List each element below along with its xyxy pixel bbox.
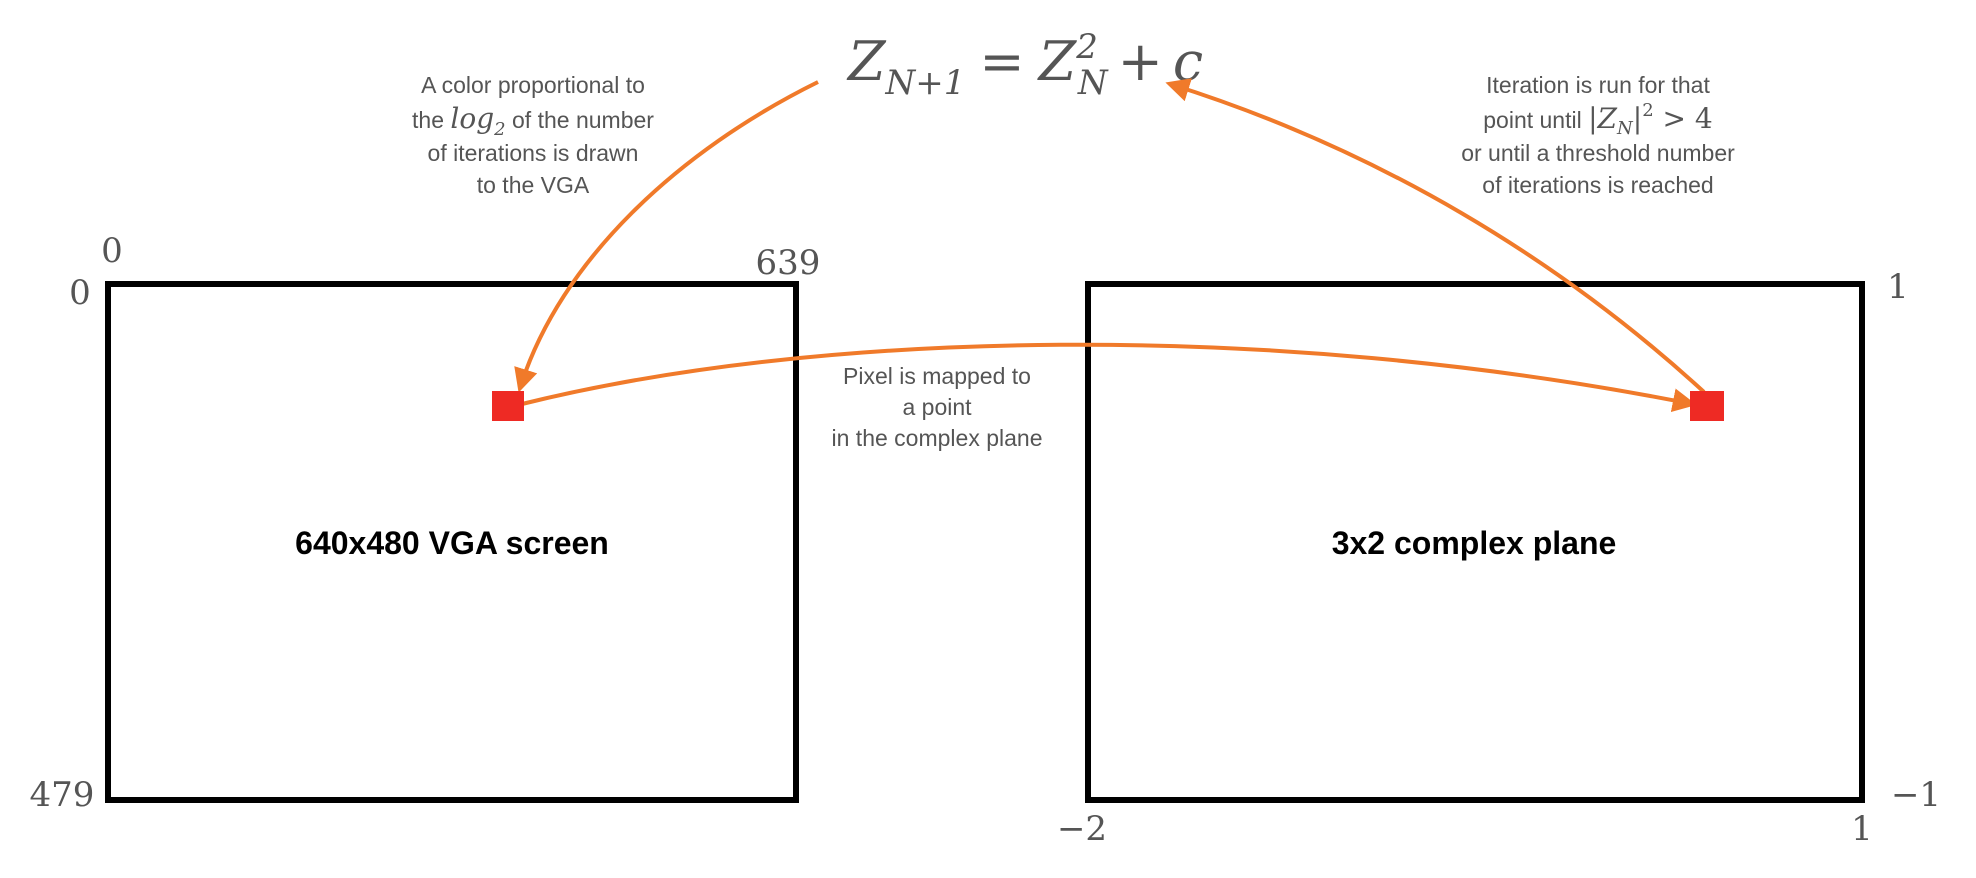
mapping-note: Pixel is mapped to a point in the comple… — [832, 363, 1043, 451]
color-note-line-1: A color proportional to — [421, 72, 645, 98]
color-note-line-3: of iterations is drawn — [428, 140, 639, 166]
complex-plane-box — [1085, 281, 1865, 803]
complex-x-max-label: 1 — [1851, 809, 1873, 849]
mapping-note-line-2: a point — [902, 394, 972, 420]
vga-x-min-label: 0 — [101, 231, 123, 271]
iteration-note-line-3: or until a threshold number — [1461, 140, 1735, 166]
complex-x-min-label: −2 — [1057, 809, 1107, 849]
vga-screen-label: 640x480 VGA screen — [295, 525, 609, 561]
mapping-note-line-3: in the complex plane — [832, 425, 1043, 451]
complex-y-top-label: 1 — [1887, 267, 1909, 307]
formula-to-pixel-arrow — [514, 80, 819, 393]
iteration-note-line-1: Iteration is run for that — [1486, 72, 1710, 98]
vga-screen-box — [105, 281, 799, 803]
vga-y-min-label: 0 — [69, 273, 91, 313]
complex-plane-label: 3x2 complex plane — [1332, 525, 1617, 561]
vga-pixel-marker — [492, 391, 524, 421]
color-note: A color proportional to the log2 of the … — [412, 72, 654, 198]
mapping-note-line-1: Pixel is mapped to — [843, 363, 1031, 389]
color-note-line-4: to the VGA — [477, 172, 590, 198]
iteration-note-line-2: point until |ZN|2 > 4 — [1483, 100, 1712, 139]
iteration-note: Iteration is run for that point until |Z… — [1461, 72, 1735, 198]
color-note-line-2: the log2 of the number — [412, 102, 654, 140]
vga-x-max-label: 639 — [756, 243, 821, 283]
complex-point-marker — [1690, 391, 1724, 421]
point-to-formula-arrow — [1165, 78, 1706, 394]
iteration-note-line-4: of iterations is reached — [1482, 172, 1713, 198]
complex-y-bottom-label: −1 — [1891, 775, 1941, 815]
vga-y-max-label: 479 — [30, 775, 95, 815]
pixel-to-point-arrow — [521, 342, 1697, 413]
